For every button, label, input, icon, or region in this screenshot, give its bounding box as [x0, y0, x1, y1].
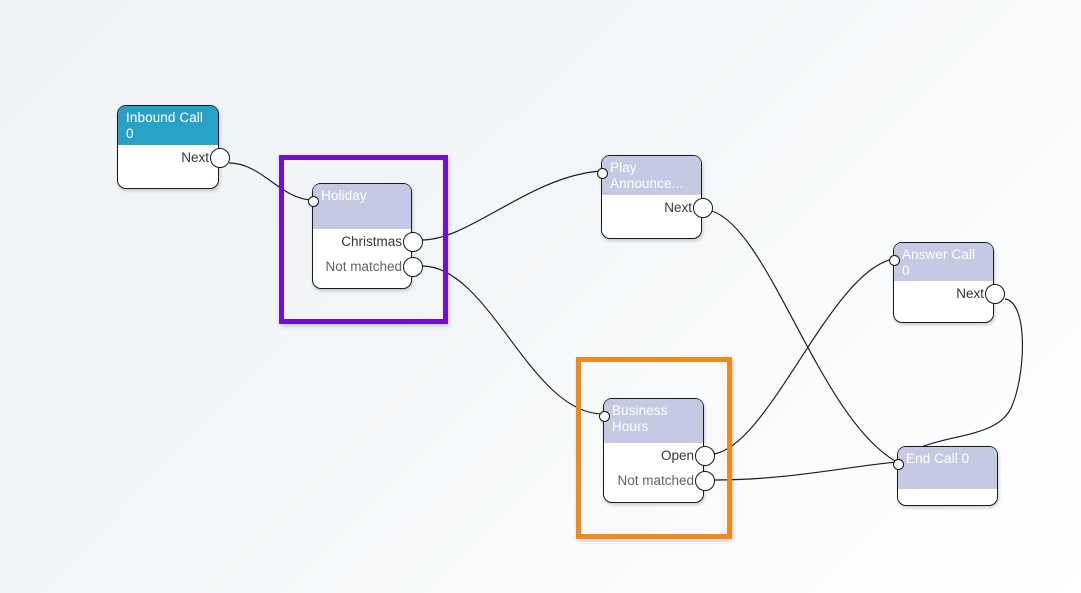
port-row-play-announcement-0[interactable]: Next — [602, 195, 701, 220]
port-label-holiday-0: Christmas — [341, 234, 402, 249]
node-inner-end-call: End Call 0 — [898, 447, 997, 504]
node-title-holiday: Holiday — [313, 184, 411, 229]
node-body-play-announcement: Next — [602, 195, 701, 237]
edge-answer-call-to-end-call[interactable] — [896, 298, 1023, 463]
node-title-answer-call: Answer Call 0 — [894, 243, 993, 281]
output-port-play-announcement-next[interactable] — [693, 197, 713, 218]
port-row-answer-call-0[interactable]: Next — [894, 281, 993, 306]
edge-play-announcement-to-end-call[interactable] — [711, 210, 898, 463]
output-port-business-hours-open[interactable] — [695, 445, 715, 466]
node-title-inbound-call: Inbound Call 0 — [118, 106, 218, 145]
node-play-announcement[interactable]: Play Announce... Next — [596, 155, 713, 239]
edge-business-hours-open-to-answer-call[interactable] — [713, 258, 894, 455]
node-title-business-hours: Business Hours — [604, 399, 703, 443]
node-inner-play-announcement: Play Announce... Next — [602, 156, 701, 237]
node-body-end-call — [898, 489, 997, 504]
input-port-play-announcement[interactable] — [596, 167, 608, 179]
node-answer-call[interactable]: Answer Call 0 Next — [888, 242, 1005, 323]
port-row-business-hours-1[interactable]: Not matched — [604, 468, 703, 493]
port-label-answer-call-0: Next — [956, 286, 984, 301]
port-row-business-hours-0[interactable]: Open — [604, 443, 703, 468]
port-label-holiday-1: Not matched — [325, 259, 402, 274]
edge-business-hours-notmatched-to-end-call[interactable] — [713, 461, 898, 481]
node-inner-answer-call: Answer Call 0 Next — [894, 243, 993, 321]
input-port-answer-call[interactable] — [888, 254, 900, 266]
port-label-play-announcement-0: Next — [664, 200, 692, 215]
edge-holiday-christmas-to-play-announcement[interactable] — [421, 170, 602, 241]
input-port-end-call[interactable] — [892, 458, 904, 470]
node-inbound-call[interactable]: Inbound Call 0 Next — [117, 105, 230, 189]
port-row-holiday-1[interactable]: Not matched — [313, 254, 411, 279]
node-body-inbound-call: Next — [118, 145, 218, 187]
node-body-answer-call: Next — [894, 281, 993, 321]
node-inner-inbound-call: Inbound Call 0 Next — [118, 106, 218, 187]
input-port-holiday[interactable] — [307, 195, 319, 207]
output-port-business-hours-not-matched[interactable] — [695, 470, 715, 491]
output-port-holiday-christmas[interactable] — [403, 231, 423, 252]
port-label-business-hours-0: Open — [660, 448, 694, 463]
port-label-inbound-call-0: Next — [181, 150, 209, 165]
node-title-play-announcement: Play Announce... — [602, 156, 701, 195]
node-title-end-call: End Call 0 — [898, 447, 997, 489]
output-port-inbound-call-next[interactable] — [210, 147, 230, 168]
output-port-holiday-not-matched[interactable] — [403, 256, 423, 277]
input-port-business-hours[interactable] — [598, 410, 610, 422]
output-port-answer-call-next[interactable] — [985, 283, 1005, 304]
port-row-inbound-call-0[interactable]: Next — [118, 145, 218, 170]
port-label-business-hours-1: Not matched — [617, 473, 694, 488]
port-row-holiday-0[interactable]: Christmas — [313, 229, 411, 254]
node-end-call[interactable]: End Call 0 — [892, 446, 998, 506]
